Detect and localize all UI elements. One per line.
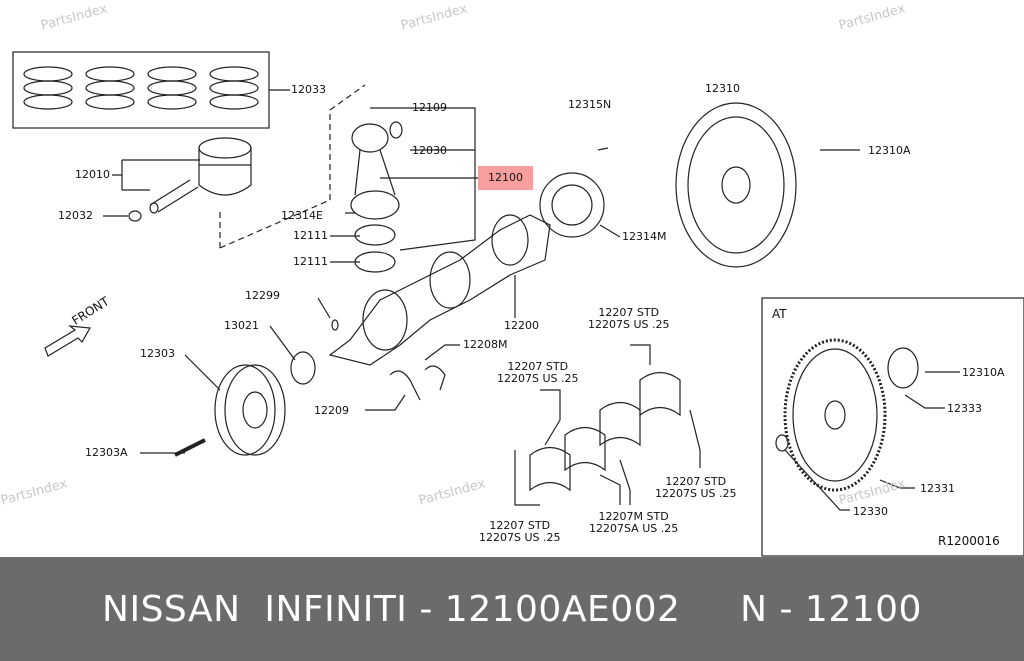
- bearing-std: 12207 STD: [507, 360, 569, 373]
- part-label[interactable]: 12315N: [568, 98, 612, 111]
- part-label[interactable]: 12209: [314, 404, 349, 417]
- part-label[interactable]: 12333: [947, 402, 982, 415]
- front-arrow-icon: [44, 325, 91, 357]
- piston-ring-box: [12, 51, 270, 129]
- part-label[interactable]: 13021: [224, 319, 259, 332]
- sprocket-icon: [539, 172, 605, 238]
- part-label[interactable]: 12330: [853, 505, 888, 518]
- main-bearing-icon: [529, 371, 681, 492]
- drive-plate-icon: [783, 338, 887, 492]
- bearing-std: 12207 STD: [665, 475, 727, 488]
- piston-pin-icon: [149, 179, 199, 214]
- part-label[interactable]: 12200: [504, 319, 539, 332]
- bearing-us: 12207S US .25: [655, 487, 737, 500]
- sprocket-small-icon: [290, 351, 316, 385]
- bearing-std: 12207 STD: [598, 306, 660, 319]
- part-label[interactable]: 12314E: [281, 209, 323, 222]
- bearing-us: 12207S US .25: [497, 372, 579, 385]
- part-label-highlighted[interactable]: 12100: [478, 166, 533, 190]
- part-label[interactable]: 12299: [245, 289, 280, 302]
- bearing-std: 12207 STD: [489, 519, 551, 532]
- part-label[interactable]: 12310A: [868, 144, 911, 157]
- bearing-std: 12207M STD: [598, 510, 669, 523]
- piston-icon: [198, 137, 252, 196]
- piston-rings-icon: [23, 66, 259, 110]
- part-label[interactable]: 12208M: [463, 338, 508, 351]
- part-label[interactable]: 12303: [140, 347, 175, 360]
- part-label[interactable]: 12310A: [962, 366, 1005, 379]
- connecting-rod-icon: [350, 123, 400, 273]
- at-box: [761, 297, 1024, 557]
- part-label[interactable]: 12111: [293, 229, 328, 242]
- reference-code: R1200016: [938, 534, 1000, 548]
- diagram-drawing: [12, 51, 1024, 557]
- part-label[interactable]: 12303A: [85, 446, 128, 459]
- bearing-us: 12207S US .25: [479, 531, 561, 544]
- part-label[interactable]: 12310: [705, 82, 740, 95]
- bearing-us: 12207SA US .25: [589, 522, 679, 535]
- flywheel-icon: [675, 102, 797, 268]
- part-label[interactable]: 12033: [291, 83, 326, 96]
- part-label[interactable]: 12030: [412, 144, 447, 157]
- bearing-us: 12207S US .25: [588, 318, 670, 331]
- part-label[interactable]: 12331: [920, 482, 955, 495]
- bolt-icon: [174, 438, 206, 457]
- at-label: AT: [772, 307, 787, 321]
- plate-icon: [887, 347, 919, 389]
- pulley-icon: [214, 364, 286, 456]
- footer-banner: NISSAN INFINITI - 12100AE002 N - 12100: [0, 557, 1024, 661]
- key-icon: [331, 319, 339, 331]
- part-label[interactable]: 12010: [75, 168, 110, 181]
- part-label[interactable]: 12109: [412, 101, 447, 114]
- parts-diagram: PartsIndex PartsIndex PartsIndex PartsIn…: [0, 1, 1024, 557]
- spacer-icon: [775, 434, 789, 452]
- part-label[interactable]: 12032: [58, 209, 93, 222]
- part-title: NISSAN INFINITI - 12100AE002 N - 12100: [102, 588, 922, 630]
- part-label[interactable]: 12314M: [622, 230, 667, 243]
- part-label[interactable]: 12111: [293, 255, 328, 268]
- snap-ring-icon: [128, 210, 142, 222]
- crankshaft-icon: [328, 214, 551, 366]
